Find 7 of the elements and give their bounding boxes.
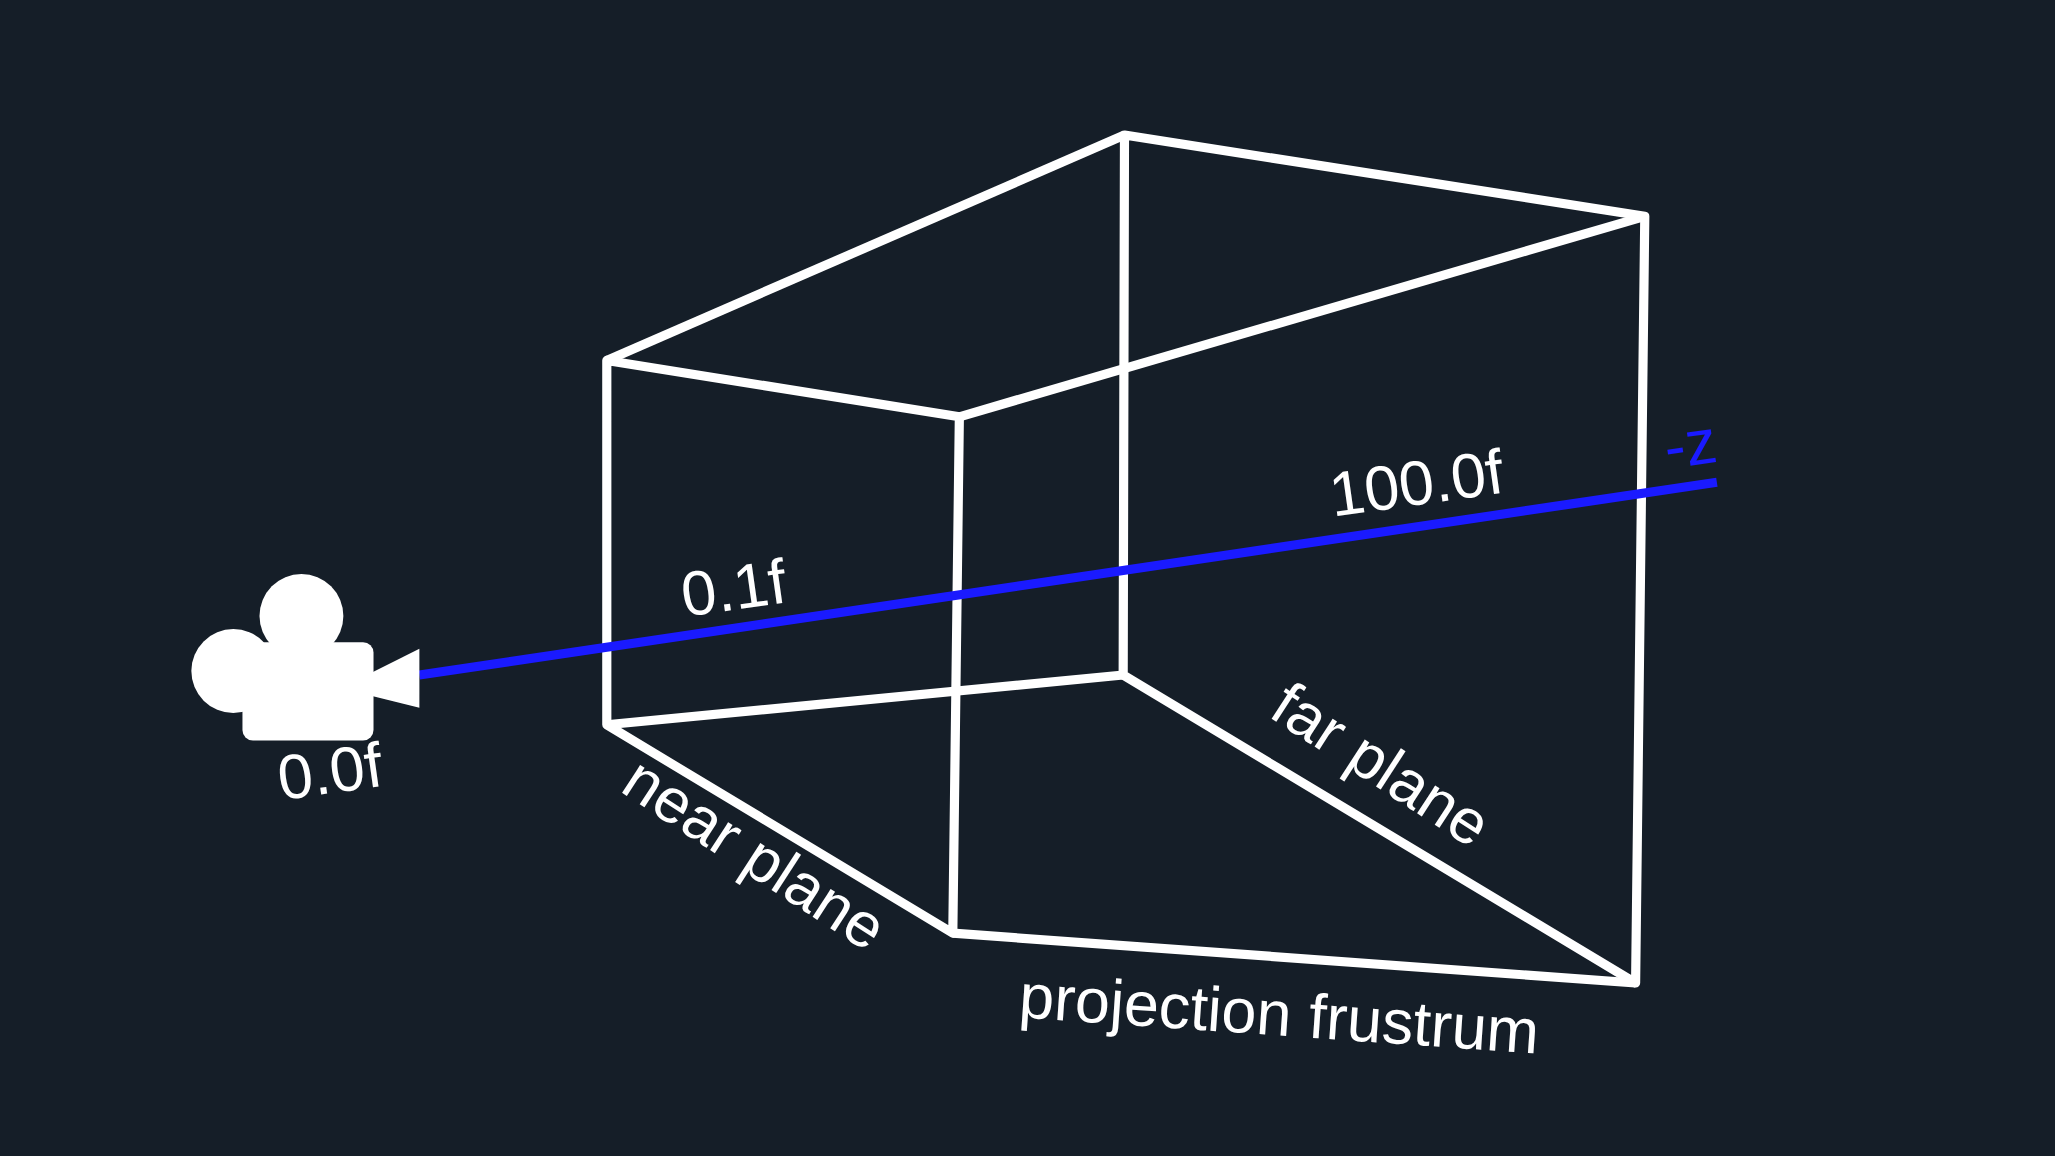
distance-label: 0.1f <box>676 545 791 630</box>
distance-label: 100.0f <box>1324 436 1508 530</box>
distance-label: 0.0f <box>273 729 387 814</box>
axis-label: -z <box>1659 405 1722 482</box>
plane-label: near plane <box>611 742 899 964</box>
plane-label: far plane <box>1259 668 1504 860</box>
frustum-label: projection frustrum <box>1017 960 1542 1067</box>
